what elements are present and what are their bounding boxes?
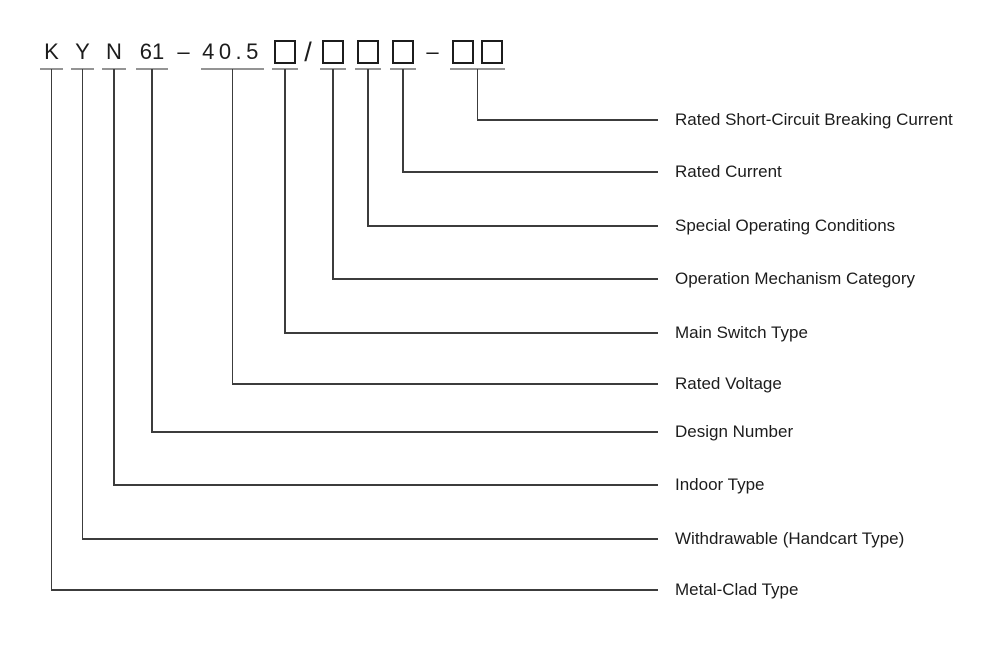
connector-vertical-rated-current (402, 69, 404, 173)
connector-horizontal-withdrawable-handcart-type (81, 538, 658, 540)
label-rated-current: Rated Current (675, 162, 782, 181)
placeholder-box (481, 40, 503, 64)
connector-horizontal-special-operating-conditions (367, 225, 658, 227)
connector-horizontal-main-switch-type (284, 332, 658, 334)
label-design-number: Design Number (675, 422, 794, 441)
connector-vertical-metal-clad-type (50, 69, 53, 591)
code-segment-61: 61 (139, 39, 165, 64)
connector-vertical-special-operating-conditions (367, 69, 369, 227)
connector-vertical-indoor-type (113, 69, 115, 486)
connector-vertical-rated-voltage (231, 69, 234, 385)
code-separator: / (304, 37, 312, 67)
label-metal-clad-type: Metal-Clad Type (675, 580, 799, 599)
code-separator: – (426, 39, 439, 64)
connector-horizontal-indoor-type (113, 484, 658, 486)
connector-vertical-withdrawable-handcart-type (81, 69, 84, 540)
label-withdrawable-handcart-type: Withdrawable (Handcart Type) (675, 529, 905, 548)
placeholder-box (357, 40, 379, 64)
label-operation-mechanism-category: Operation Mechanism Category (675, 269, 916, 288)
code-segment-Y: Y (75, 39, 90, 64)
label-indoor-type: Indoor Type (675, 475, 765, 494)
connector-horizontal-metal-clad-type (50, 589, 658, 591)
connector-horizontal-rated-current (402, 171, 658, 173)
connector-horizontal-rated-short-circuit-breaking-current (476, 119, 658, 121)
code-separator: – (177, 39, 190, 64)
placeholder-box (274, 40, 296, 64)
label-special-operating-conditions: Special Operating Conditions (675, 216, 896, 235)
code-segment-40.5: 40.5 (202, 39, 263, 64)
connector-horizontal-rated-voltage (231, 383, 658, 385)
connector-vertical-design-number (151, 69, 153, 433)
connector-vertical-rated-short-circuit-breaking-current (476, 69, 479, 121)
placeholder-box (322, 40, 344, 64)
connector-vertical-main-switch-type (284, 69, 286, 334)
placeholder-box (452, 40, 474, 64)
connector-horizontal-design-number (151, 431, 658, 433)
code-segment-K: K (44, 39, 59, 64)
label-rated-voltage: Rated Voltage (675, 374, 782, 393)
connector-vertical-operation-mechanism-category (332, 69, 334, 280)
label-main-switch-type: Main Switch Type (675, 323, 808, 342)
code-segment-N: N (106, 39, 122, 64)
connector-horizontal-operation-mechanism-category (332, 278, 658, 280)
placeholder-box (392, 40, 414, 64)
label-rated-short-circuit-breaking-current: Rated Short-Circuit Breaking Current (675, 110, 953, 129)
